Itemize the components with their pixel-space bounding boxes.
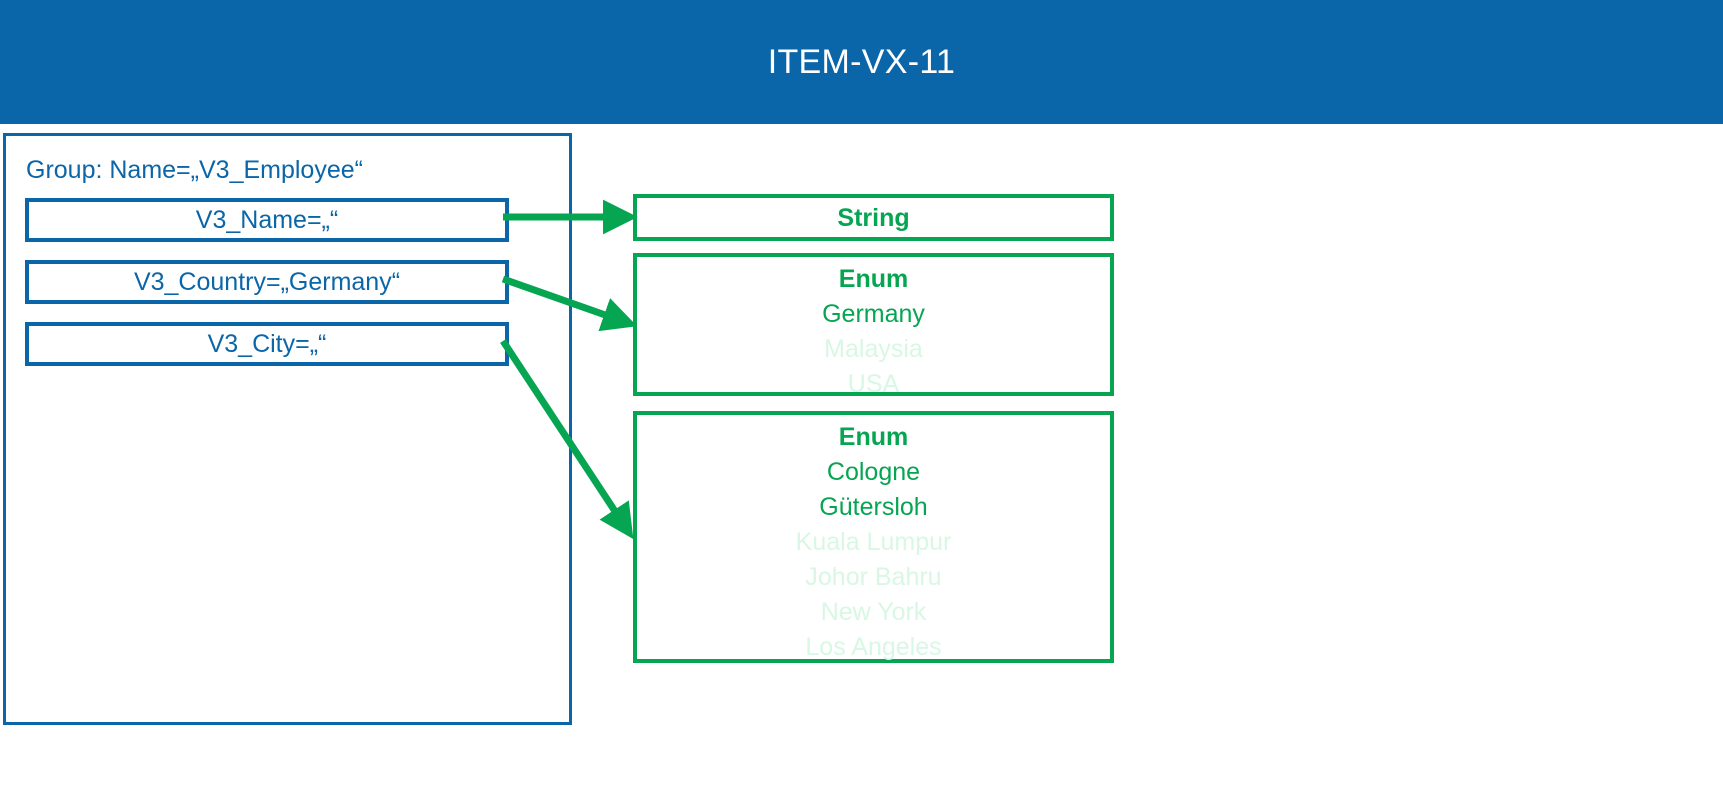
type-heading-city-enum: Enum xyxy=(838,423,909,451)
enum-value-germany[interactable]: Germany xyxy=(822,300,925,328)
enum-value-malaysia[interactable]: Malaysia xyxy=(824,335,923,363)
enum-value-johor-bahru[interactable]: Johor Bahru xyxy=(805,563,942,591)
enum-value-los-angeles[interactable]: Los Angeles xyxy=(805,633,942,661)
group-box: Group: Name=„V3_Employee“ V3_Name=„“ V3_… xyxy=(3,133,572,725)
enum-value-kuala-lumpur[interactable]: Kuala Lumpur xyxy=(795,528,952,556)
type-box-city-enum: Enum Cologne Gütersloh Kuala Lumpur Joho… xyxy=(633,411,1114,663)
enum-value-new-york[interactable]: New York xyxy=(820,598,927,626)
header-banner: ITEM-VX-11 xyxy=(0,0,1723,124)
type-box-country-enum: Enum Germany Malaysia USA xyxy=(633,253,1114,398)
enum-value-guetersloh[interactable]: Gütersloh xyxy=(819,493,928,521)
group-label: Group: Name=„V3_Employee“ xyxy=(26,156,363,184)
enum-value-usa[interactable]: USA xyxy=(847,370,900,398)
type-heading-country-enum: Enum xyxy=(838,265,909,293)
type-box-string: String xyxy=(633,194,1114,241)
field-box-v3-city[interactable]: V3_City=„“ xyxy=(25,322,509,366)
enum-value-cologne[interactable]: Cologne xyxy=(826,458,921,486)
field-box-v3-country[interactable]: V3_Country=„Germany“ xyxy=(25,260,509,304)
field-box-v3-name[interactable]: V3_Name=„“ xyxy=(25,198,509,242)
page-title: ITEM-VX-11 xyxy=(767,42,956,81)
type-heading-string: String xyxy=(837,203,910,232)
